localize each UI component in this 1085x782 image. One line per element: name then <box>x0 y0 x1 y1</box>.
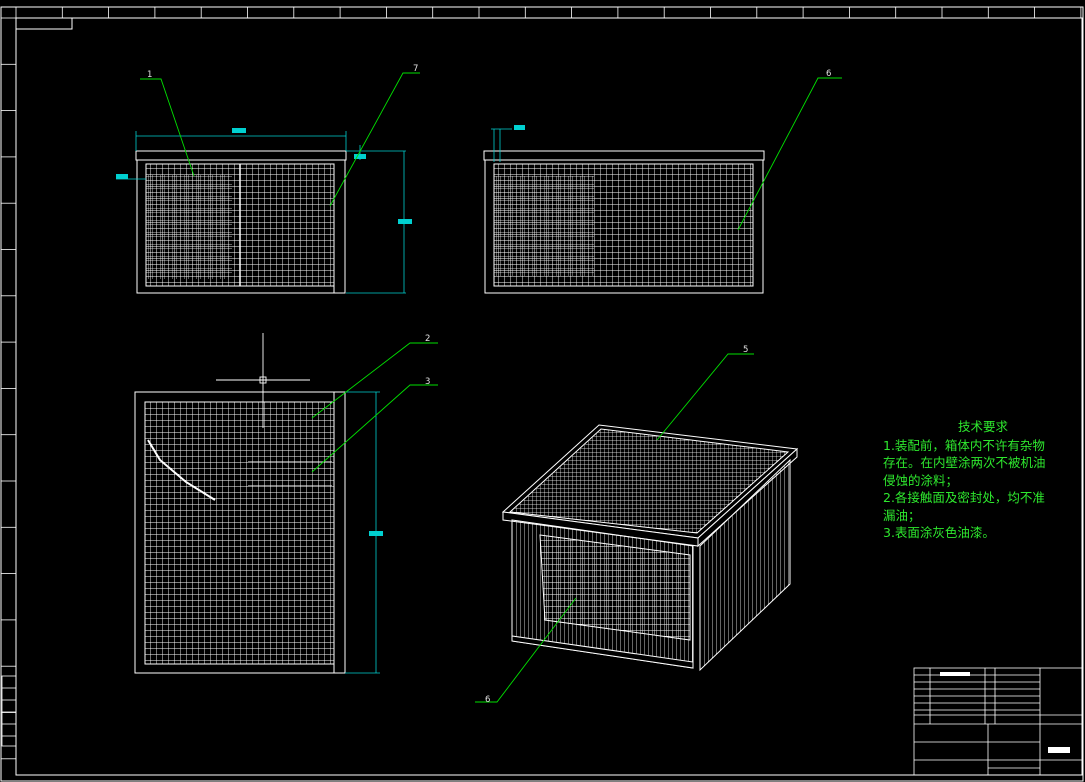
technical-requirements: 技术要求 1.装配前，箱体内不许有杂物 存在。在内壁涂两次不被机油 侵蚀的涂料；… <box>883 418 1073 542</box>
side-view <box>483 150 765 294</box>
top-view <box>134 391 346 674</box>
callout-3: 3 <box>425 377 431 387</box>
front-view <box>135 150 347 294</box>
drawing-number-box <box>15 17 73 30</box>
side-view-dimension-labels <box>514 125 525 130</box>
requirement-line: 2.各接触面及密封处，均不准 <box>883 490 1045 505</box>
cursor-crosshair <box>216 333 310 428</box>
callout-7: 7 <box>413 64 419 74</box>
requirement-line: 存在。在内壁涂两次不被机油 <box>883 455 1046 470</box>
callout-6-top: 6 <box>826 69 832 79</box>
title-block <box>913 667 1083 776</box>
border-ticks-left <box>1 17 16 760</box>
top-view-dimension-labels <box>369 531 383 536</box>
technical-requirements-title: 技术要求 <box>957 419 1008 434</box>
callout-2: 2 <box>425 334 431 344</box>
requirement-line: 侵蚀的涂料； <box>883 472 959 488</box>
callout-6-bottom: 6 <box>485 695 491 705</box>
requirement-line: 漏油； <box>883 507 921 523</box>
left-margin-table <box>1 675 17 747</box>
callout-1: 1 <box>147 70 153 80</box>
filter-pleats <box>494 176 594 276</box>
border-ticks-top <box>15 7 1082 18</box>
isometric-view <box>501 424 799 672</box>
drawing-border <box>0 6 1084 782</box>
callout-5: 5 <box>743 345 749 355</box>
leader-lines <box>140 72 842 703</box>
requirement-line: 3.表面涂灰色油漆。 <box>883 525 995 540</box>
requirement-line: 1.装配前，箱体内不许有杂物 <box>883 437 1045 453</box>
filter-pleats <box>146 175 232 279</box>
side-view-dimensions <box>491 128 512 162</box>
front-view-dimension-labels <box>116 128 412 224</box>
